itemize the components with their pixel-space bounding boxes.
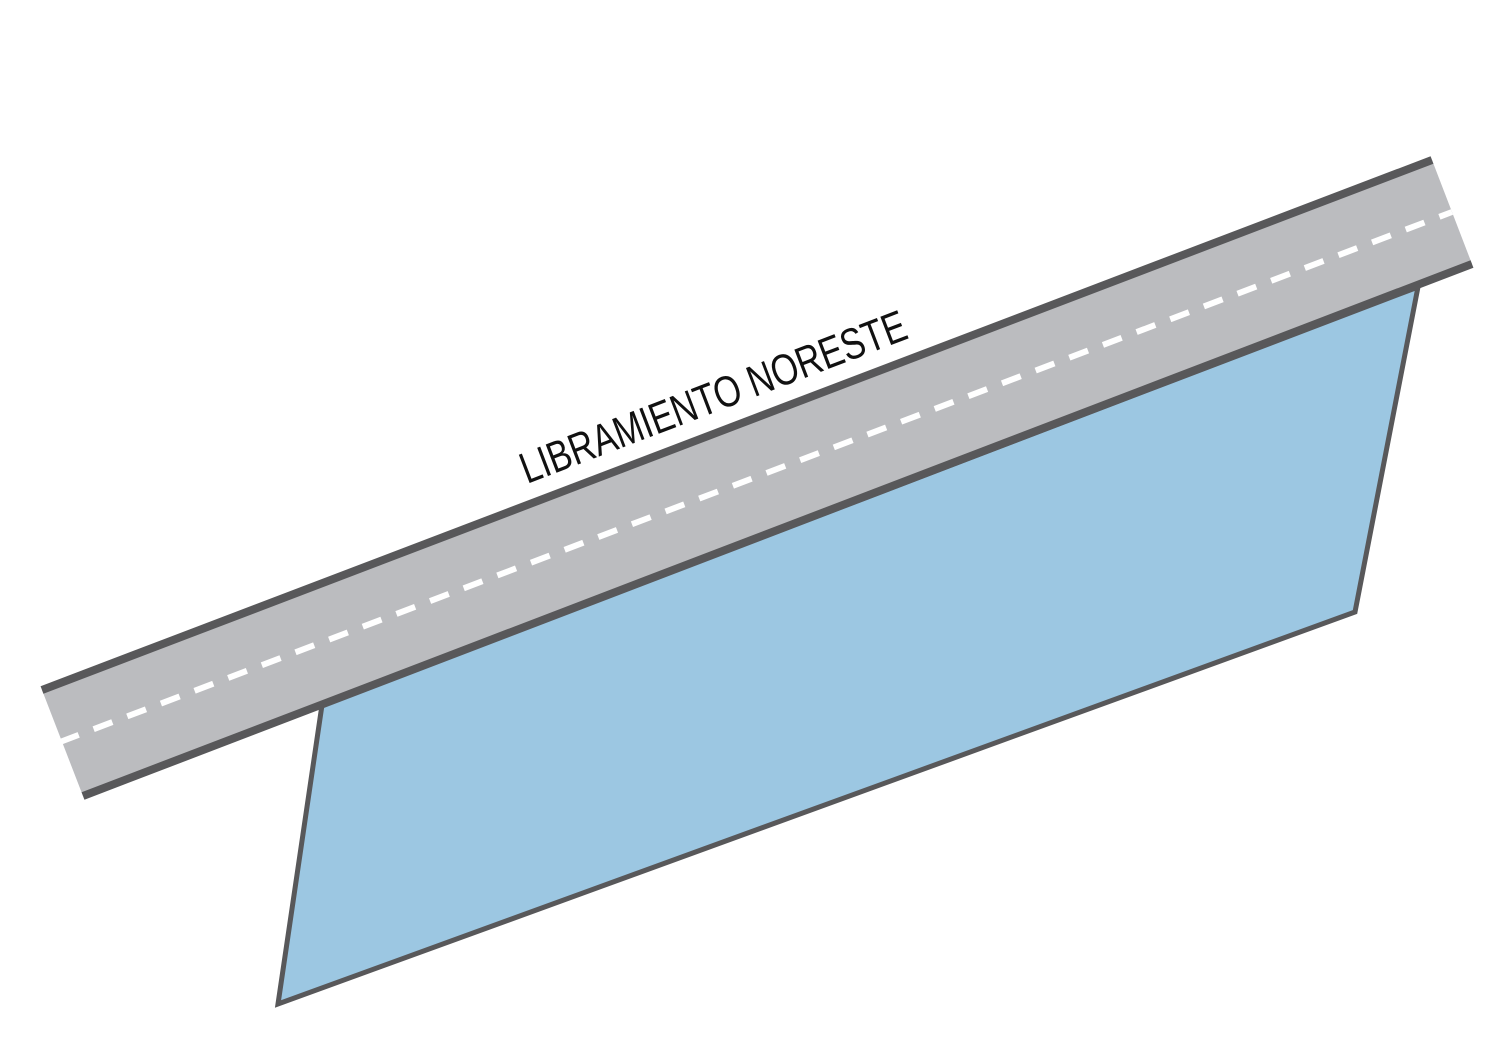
road-edge-top [40, 156, 1434, 694]
lane-divider [58, 209, 1454, 745]
road-surface [42, 160, 1472, 796]
road-edge-bottom [81, 260, 1474, 800]
road-libramiento-noreste [40, 156, 1474, 800]
